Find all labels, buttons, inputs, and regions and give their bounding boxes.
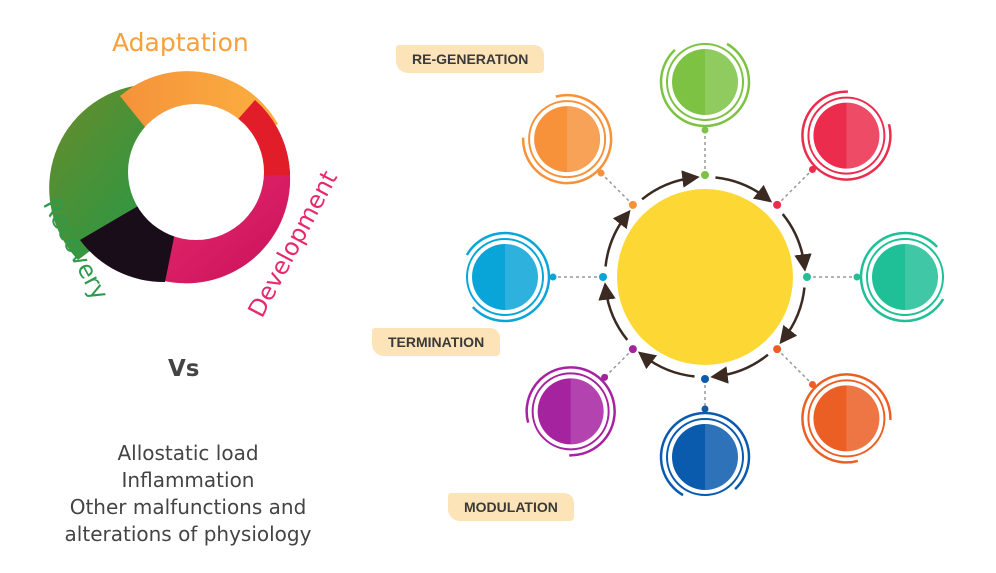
connector-end-dot [701, 405, 709, 413]
node-highlight [505, 244, 538, 310]
connector-end-dot [808, 166, 816, 174]
connector-line [600, 172, 634, 206]
issue-line: alterations of physiology [64, 522, 312, 546]
connector-end-dot [701, 126, 709, 134]
vs-label: Vs [168, 356, 200, 382]
node-outer-ring [525, 366, 616, 457]
node-mid-ring [531, 372, 610, 451]
connector-dot [803, 273, 811, 281]
connector-dot [701, 171, 709, 179]
node-highlight [846, 385, 880, 452]
node-mid-ring [666, 43, 744, 121]
node-outer-ring [801, 90, 892, 181]
ring-hole [128, 104, 264, 240]
node-circle [537, 378, 604, 445]
node-circle [472, 244, 538, 310]
connector-end-dot [853, 273, 861, 281]
connector-line [776, 348, 814, 386]
connector-dot [628, 200, 637, 209]
issues-list: Allostatic load Inflammation Other malfu… [48, 440, 328, 548]
connector-dot [701, 375, 709, 383]
stage-label-regeneration: RE-GENERATION [396, 45, 545, 73]
node-circle [672, 424, 738, 490]
connector-end-dot [597, 169, 605, 177]
cycle-arrow [781, 213, 812, 272]
node-outer-ring [659, 411, 751, 503]
cycle-arrow [641, 170, 700, 201]
node-outer-ring [859, 231, 951, 323]
node-mid-ring [466, 238, 544, 316]
stage-label-modulation: MODULATION [448, 493, 574, 521]
node-outer-ring [459, 231, 551, 323]
issue-line: Allostatic load [117, 441, 259, 465]
cycle-arrow [598, 282, 629, 341]
cycle-arrow [779, 287, 806, 345]
node-circle [813, 102, 880, 169]
node-highlight [705, 49, 738, 115]
cycle-arrow [715, 176, 773, 203]
connector-line [604, 348, 634, 378]
connector-dot [773, 345, 782, 354]
node-mid-ring [666, 418, 744, 496]
node-circle [813, 385, 880, 452]
node-highlight [905, 244, 938, 310]
connector-end-dot [601, 373, 609, 381]
connector-dot [773, 200, 782, 209]
issue-line: Other malfunctions and [69, 495, 307, 519]
center-circle [617, 189, 793, 365]
node-circle [872, 244, 938, 310]
cycle-arrow [637, 351, 695, 378]
node-highlight [570, 378, 604, 445]
node-circle [672, 49, 738, 115]
node-mid-ring [866, 238, 944, 316]
node-mid-ring [528, 100, 607, 179]
node-outer-ring [659, 36, 751, 128]
connector-end-dot [549, 273, 557, 281]
issue-line: Inflammation [121, 468, 255, 492]
node-highlight [705, 424, 738, 490]
connector-dot [628, 345, 637, 354]
cycle-arrow [604, 209, 631, 267]
stage-label-termination: TERMINATION [372, 328, 501, 356]
connector-end-dot [808, 380, 816, 388]
node-mid-ring [807, 96, 886, 175]
connector-dot [599, 273, 607, 281]
connector-line [776, 168, 814, 206]
cycle-arrow [710, 353, 769, 384]
node-highlight [567, 106, 601, 173]
node-circle [534, 106, 601, 173]
node-outer-ring [801, 373, 892, 464]
label-adaptation: Adaptation [112, 28, 249, 57]
node-mid-ring [807, 379, 886, 458]
ring [49, 71, 291, 284]
node-highlight [846, 102, 880, 169]
